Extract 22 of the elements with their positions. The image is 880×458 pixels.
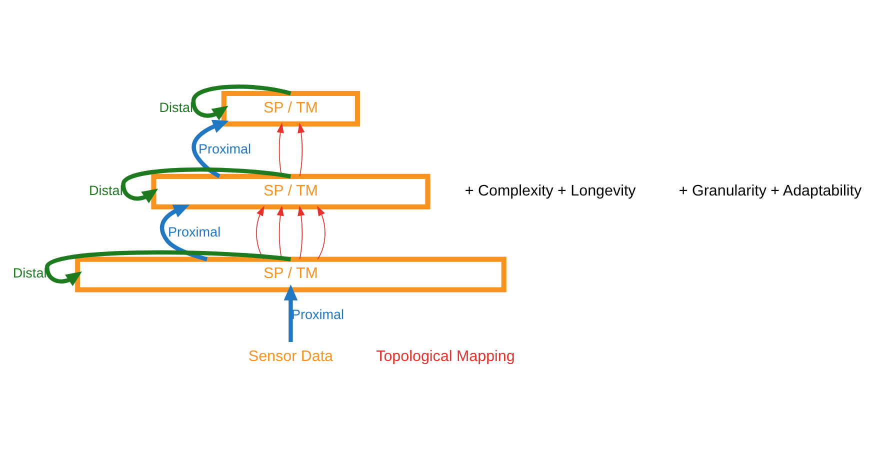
- arrow: [284, 284, 298, 342]
- edge-label: Distal: [159, 99, 194, 114]
- label: + Complexity + Longevity: [464, 182, 636, 199]
- arrow: [192, 119, 229, 178]
- label: Topological Mapping: [376, 348, 515, 365]
- edge-label: Proximal: [168, 224, 221, 239]
- arrow: [160, 204, 208, 261]
- arrow: [45, 250, 291, 286]
- arrow: [256, 205, 264, 260]
- edge-label: Distal: [12, 265, 47, 280]
- arrow: [191, 84, 292, 120]
- edge-label: Proximal: [198, 140, 252, 156]
- node-box: SP / TM: [221, 90, 360, 126]
- node-box: SP / TM: [151, 173, 430, 209]
- node-box: SP / TM: [75, 256, 506, 292]
- edge-label: Distal: [89, 182, 123, 198]
- arrow: [298, 122, 305, 176]
- arrow: [298, 205, 305, 260]
- node-text: Sensor Data: [248, 348, 334, 365]
- arrow: [317, 205, 326, 260]
- label: + Granularity + Adaptability: [678, 182, 862, 199]
- arrow: [121, 166, 292, 203]
